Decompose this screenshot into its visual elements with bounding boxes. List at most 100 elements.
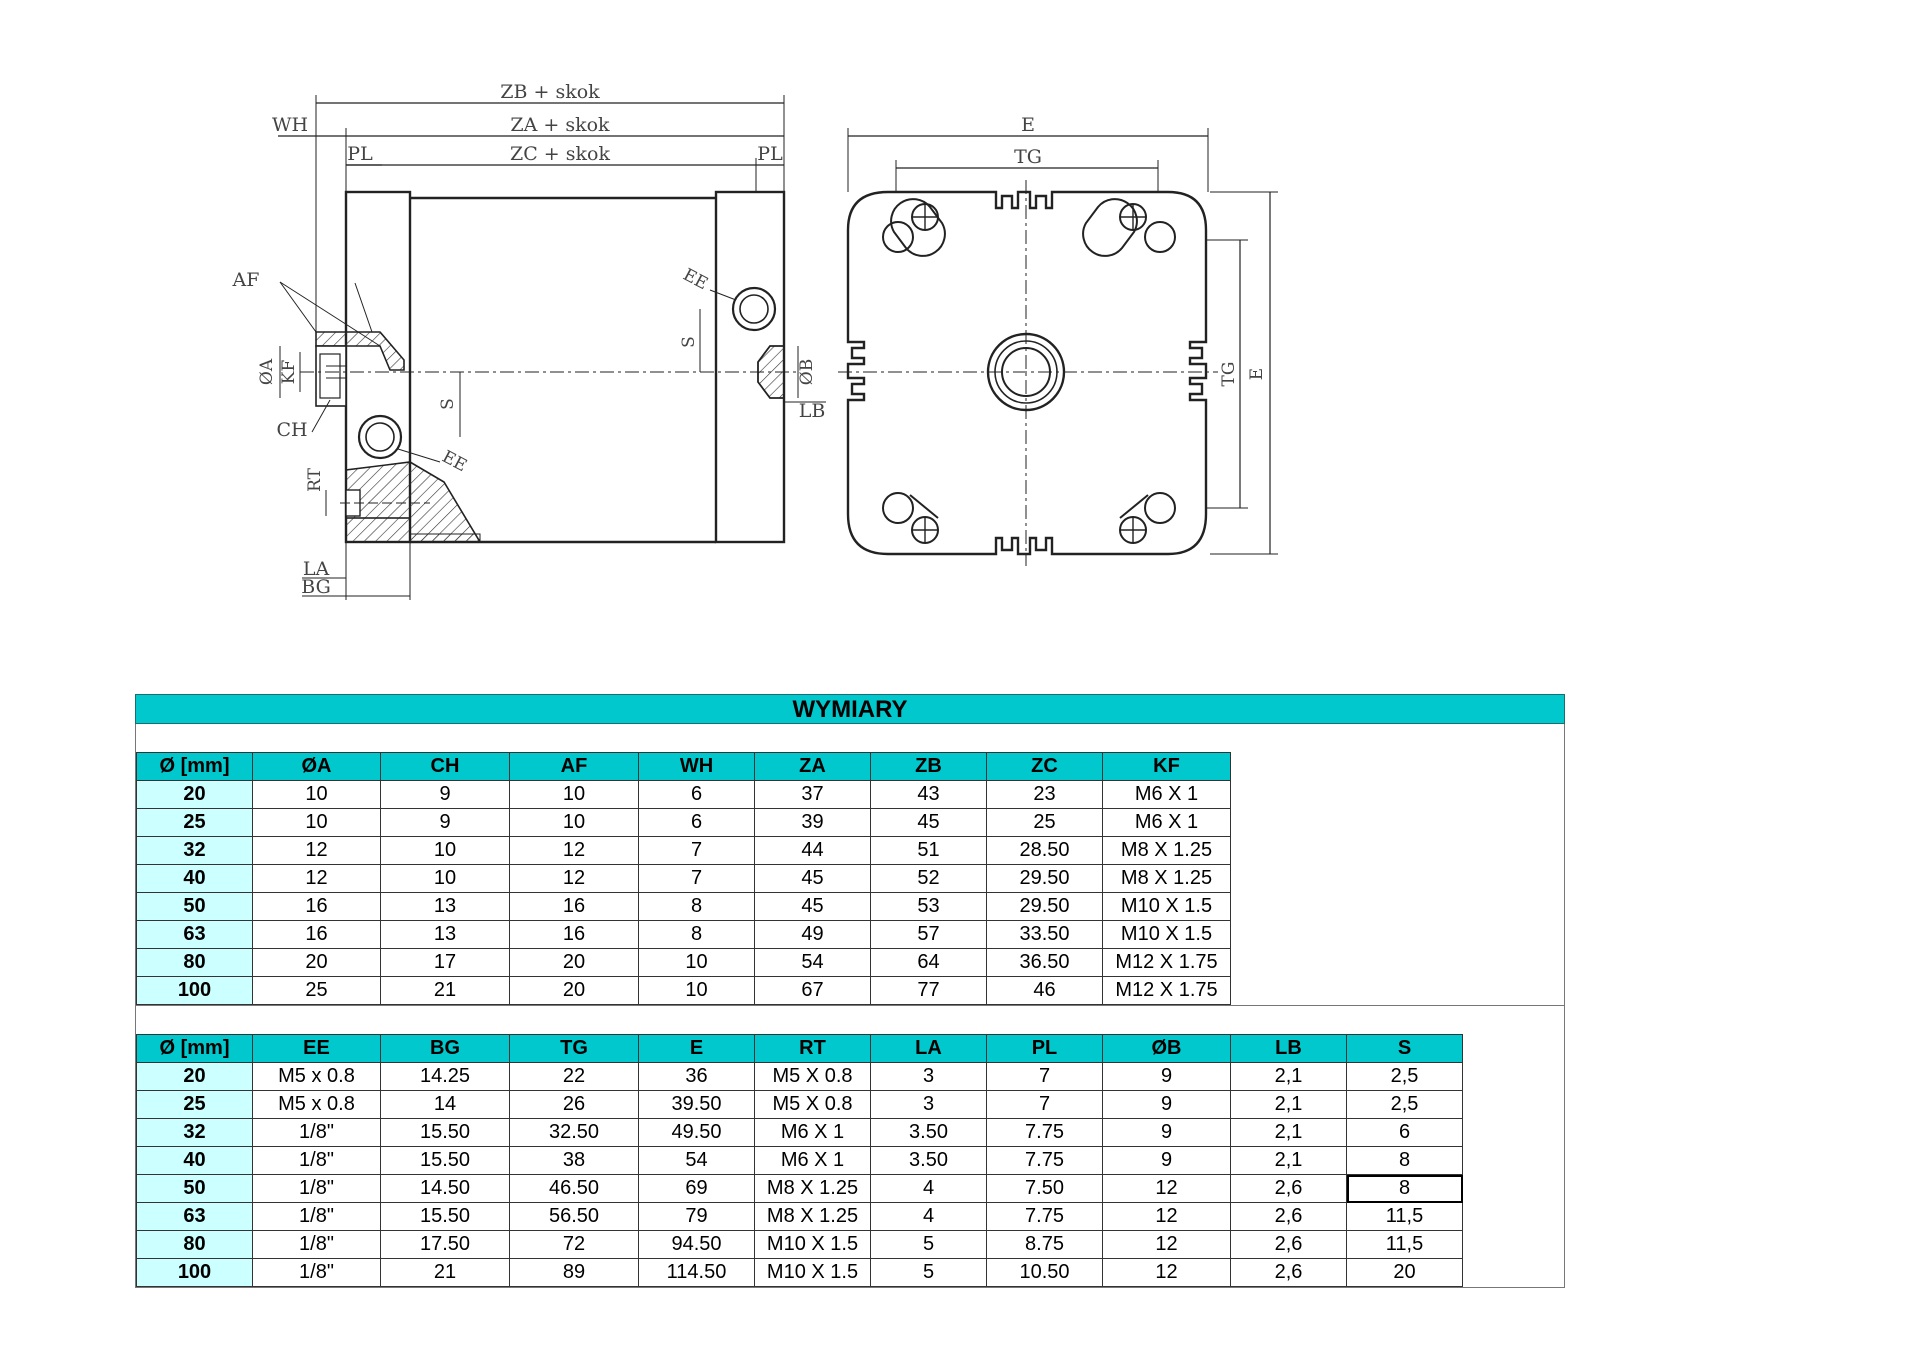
table-cell[interactable]: 51 (870, 836, 987, 865)
row-header-cell[interactable]: 63 (136, 1202, 253, 1231)
row-header-cell[interactable]: 63 (136, 920, 253, 949)
table-cell[interactable]: 20 (1346, 1258, 1463, 1287)
table-cell[interactable]: 39 (754, 808, 871, 837)
table-cell[interactable]: 14.25 (380, 1062, 510, 1091)
table-cell[interactable]: 13 (380, 920, 510, 949)
table-cell[interactable]: 2,6 (1230, 1174, 1347, 1203)
table-cell[interactable]: 2,1 (1230, 1062, 1347, 1091)
table-cell[interactable]: 17 (380, 948, 510, 977)
table-cell[interactable]: M5 X 0.8 (754, 1062, 871, 1091)
table-cell[interactable]: 2,5 (1346, 1090, 1463, 1119)
table-cell[interactable]: 45 (754, 864, 871, 893)
table-cell[interactable]: 8 (1346, 1146, 1463, 1175)
table-cell[interactable]: 16 (252, 920, 381, 949)
table-cell[interactable]: 4 (870, 1202, 987, 1231)
table-cell[interactable]: M6 X 1 (754, 1146, 871, 1175)
row-header-cell[interactable]: 80 (136, 948, 253, 977)
table-cell[interactable]: 54 (754, 948, 871, 977)
table-cell[interactable]: M5 X 0.8 (754, 1090, 871, 1119)
row-header-cell[interactable]: 20 (136, 1062, 253, 1091)
table-cell[interactable]: M10 X 1.5 (754, 1258, 871, 1287)
table-cell[interactable]: 1/8" (252, 1258, 381, 1287)
table-cell[interactable]: 7.50 (986, 1174, 1103, 1203)
table-cell[interactable]: 20 (252, 948, 381, 977)
table-cell[interactable]: 54 (638, 1146, 755, 1175)
table-cell[interactable]: 7.75 (986, 1202, 1103, 1231)
table-cell[interactable]: 7.75 (986, 1146, 1103, 1175)
table-cell[interactable]: 25 (252, 976, 381, 1005)
table-cell[interactable]: 2,1 (1230, 1090, 1347, 1119)
table-cell[interactable]: 15.50 (380, 1146, 510, 1175)
table-cell[interactable]: 6 (1346, 1118, 1463, 1147)
table-cell[interactable]: 16 (509, 920, 639, 949)
table-cell[interactable]: 3.50 (870, 1118, 987, 1147)
table-cell[interactable]: 32.50 (509, 1118, 639, 1147)
table-cell[interactable]: 12 (1102, 1202, 1231, 1231)
table-cell[interactable]: 9 (380, 808, 510, 837)
table-cell[interactable]: 21 (380, 1258, 510, 1287)
table-cell[interactable]: 114.50 (638, 1258, 755, 1287)
table-cell[interactable]: 15.50 (380, 1202, 510, 1231)
row-header-cell[interactable]: 40 (136, 1146, 253, 1175)
table-cell[interactable]: 77 (870, 976, 987, 1005)
table-cell[interactable]: 3.50 (870, 1146, 987, 1175)
table-cell[interactable]: 28.50 (986, 836, 1103, 865)
table-cell[interactable]: 44 (754, 836, 871, 865)
table-cell[interactable]: 8 (638, 892, 755, 921)
row-header-cell[interactable]: 32 (136, 836, 253, 865)
table-cell[interactable]: 36 (638, 1062, 755, 1091)
row-header-cell[interactable]: 100 (136, 976, 253, 1005)
table-cell[interactable]: M10 X 1.5 (1102, 892, 1231, 921)
table-cell[interactable]: 10 (252, 780, 381, 809)
table-cell[interactable]: M8 X 1.25 (754, 1202, 871, 1231)
table-cell[interactable]: 7.75 (986, 1118, 1103, 1147)
table-cell[interactable]: 1/8" (252, 1118, 381, 1147)
table-cell[interactable]: 10 (380, 864, 510, 893)
table-cell[interactable]: 7 (986, 1090, 1103, 1119)
table-cell[interactable]: 79 (638, 1202, 755, 1231)
table-cell[interactable]: 12 (1102, 1258, 1231, 1287)
table-cell[interactable]: 67 (754, 976, 871, 1005)
table-cell[interactable]: M8 X 1.25 (754, 1174, 871, 1203)
table-cell[interactable]: 3 (870, 1062, 987, 1091)
table-cell[interactable]: 7 (986, 1062, 1103, 1091)
table-cell[interactable]: 11,5 (1346, 1202, 1463, 1231)
table-cell[interactable]: M6 X 1 (1102, 808, 1231, 837)
table-cell[interactable]: 9 (1102, 1062, 1231, 1091)
table-cell[interactable]: 12 (1102, 1174, 1231, 1203)
table-cell[interactable]: 56.50 (509, 1202, 639, 1231)
table-cell[interactable]: 10.50 (986, 1258, 1103, 1287)
table-cell[interactable]: M5 x 0.8 (252, 1090, 381, 1119)
table-cell[interactable]: 46 (986, 976, 1103, 1005)
table-cell[interactable]: 1/8" (252, 1146, 381, 1175)
table-cell[interactable]: 64 (870, 948, 987, 977)
table-cell[interactable]: 9 (380, 780, 510, 809)
table-cell[interactable]: 22 (509, 1062, 639, 1091)
table-cell[interactable]: 25 (986, 808, 1103, 837)
row-header-cell[interactable]: 100 (136, 1258, 253, 1287)
table-cell[interactable]: 12 (509, 864, 639, 893)
table-cell[interactable]: 43 (870, 780, 987, 809)
table-cell[interactable]: M8 X 1.25 (1102, 864, 1231, 893)
table-cell[interactable]: M6 X 1 (754, 1118, 871, 1147)
table-cell[interactable]: 7 (638, 864, 755, 893)
table-cell[interactable]: M8 X 1.25 (1102, 836, 1231, 865)
table-cell[interactable]: M5 x 0.8 (252, 1062, 381, 1091)
table-cell[interactable]: 3 (870, 1090, 987, 1119)
table-cell[interactable]: 1/8" (252, 1174, 381, 1203)
table-cell[interactable]: 69 (638, 1174, 755, 1203)
row-header-cell[interactable]: 40 (136, 864, 253, 893)
table-cell[interactable]: 21 (380, 976, 510, 1005)
table-cell[interactable]: 4 (870, 1174, 987, 1203)
row-header-cell[interactable]: 25 (136, 1090, 253, 1119)
table-cell[interactable]: 57 (870, 920, 987, 949)
table-cell[interactable]: 45 (870, 808, 987, 837)
table-cell[interactable]: 33.50 (986, 920, 1103, 949)
table-cell[interactable]: 14 (380, 1090, 510, 1119)
table-cell[interactable]: 10 (638, 948, 755, 977)
table-cell[interactable]: 2,1 (1230, 1118, 1347, 1147)
table-cell[interactable]: 5 (870, 1258, 987, 1287)
table-cell[interactable]: 9 (1102, 1146, 1231, 1175)
table-cell[interactable]: 49 (754, 920, 871, 949)
table-cell[interactable]: 8.75 (986, 1230, 1103, 1259)
